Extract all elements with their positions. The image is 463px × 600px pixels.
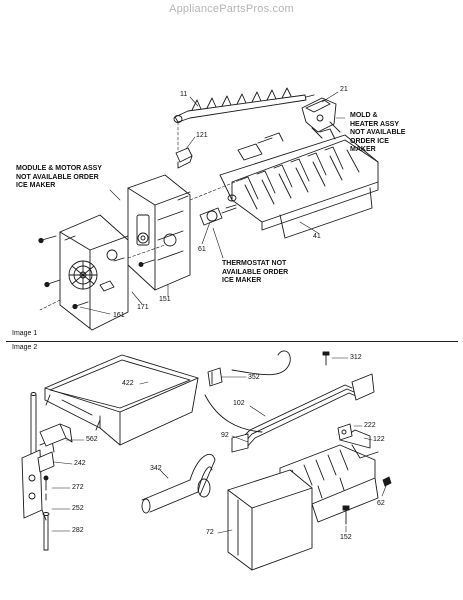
section-label-image1: Image 1 [12,330,38,337]
callout-282: 282 [72,527,84,534]
connector-part-562 [39,423,73,447]
callout-122: 122 [373,436,385,443]
callout-11: 11 [180,91,188,98]
harness-cable-part [231,373,375,453]
callout-252: 252 [72,505,84,512]
screw-part-152 [342,505,350,525]
wire-harness-part [204,350,291,433]
callout-161: 161 [113,312,125,319]
callout-312: 312 [350,354,362,361]
callout-562: 562 [86,436,98,443]
ice-bucket-part [44,354,199,446]
section-label-image2: Image 2 [12,344,38,351]
callout-171: 171 [137,304,149,311]
screw-part-62 [382,476,392,487]
shutoff-arm-assembly [21,392,55,551]
leader-lines-image2 [51,357,387,534]
callout-62: 62 [377,500,385,507]
clip-part-121 [175,147,193,169]
callout-92: 92 [221,432,229,439]
thermostat-part [199,204,237,226]
callout-41: 41 [313,233,321,240]
callout-61: 61 [198,246,206,253]
watermark: AppliancePartsPros.com [169,3,294,15]
bracket-part-222 [337,423,353,441]
ejector-blade-part [173,87,315,123]
module-motor-note: MODULE & MOTOR ASSY NOT AVAILABLE ORDER … [16,165,102,189]
leader-lines-image1 [79,91,346,315]
callout-21: 21 [340,86,348,93]
callout-242: 242 [74,460,86,467]
module-motor-housing [127,174,191,291]
exploded-guide-lines [39,121,241,311]
front-cover-part [59,214,129,331]
callout-342: 342 [150,465,162,472]
callout-151: 151 [159,296,171,303]
callout-102: 102 [233,400,245,407]
callout-422: 422 [122,380,134,387]
callout-272: 272 [72,484,84,491]
shield-bracket-part [301,97,341,139]
section-divider [6,341,458,342]
ice-mold-part [219,128,379,239]
callout-121: 121 [196,132,208,139]
callout-152: 152 [340,534,352,541]
connector-part-352 [207,367,223,387]
callout-72: 72 [206,529,214,536]
screw-part-312 [322,351,330,366]
mold-heater-note: MOLD & HEATER ASSY NOT AVAILABLE ORDER I… [350,112,406,153]
callout-352: 352 [248,374,260,381]
fill-tube-part [141,454,216,514]
callout-222: 222 [364,422,376,429]
screw-parts [38,235,155,310]
thermostat-note: THERMOSTAT NOT AVAILABLE ORDER ICE MAKER [222,260,289,284]
front-cover-part-72 [227,469,313,571]
